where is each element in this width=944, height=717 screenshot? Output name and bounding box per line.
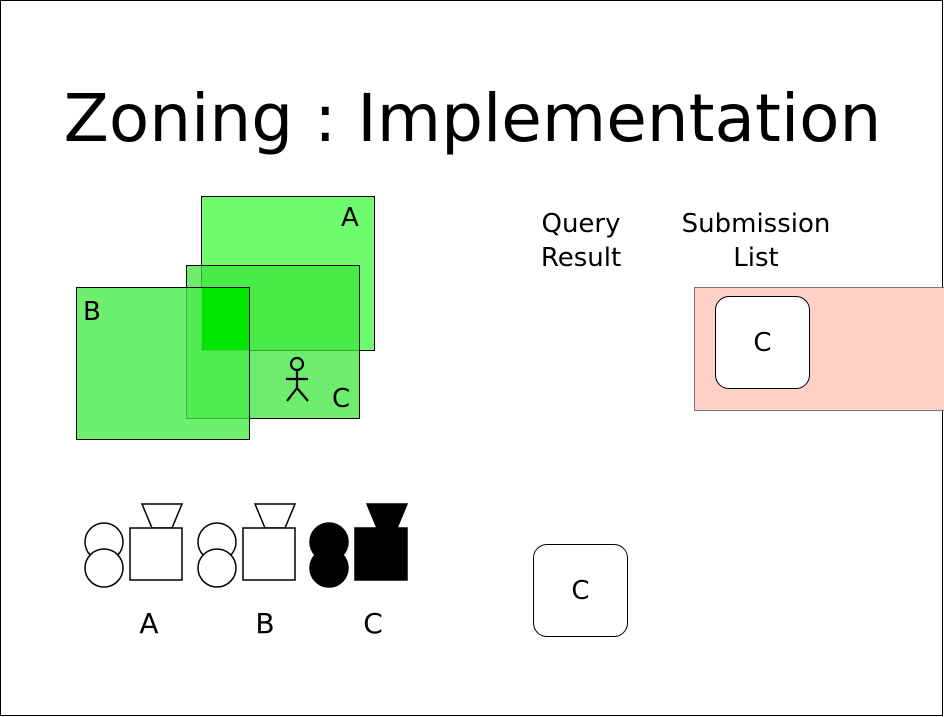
zone-a-label: A <box>341 203 359 233</box>
camera-b-label: B <box>255 607 275 640</box>
camera-a-icon <box>84 503 184 588</box>
query-result-heading: Query Result <box>540 209 622 273</box>
submission-list-heading: Submission List <box>681 209 831 273</box>
camera-a-label: A <box>139 607 159 640</box>
camera-b-icon <box>197 503 297 588</box>
stick-figure-icon <box>286 356 309 402</box>
zone-c-label: C <box>332 384 351 414</box>
slide-title: Zoning : Implementation <box>63 80 882 157</box>
zone-b-label: B <box>83 297 101 327</box>
submission-list-card: C <box>715 296 810 389</box>
zone-overlap <box>202 288 249 350</box>
camera-c-label: C <box>363 607 383 640</box>
query-result-card: C <box>533 544 628 637</box>
camera-c-icon <box>309 503 409 588</box>
